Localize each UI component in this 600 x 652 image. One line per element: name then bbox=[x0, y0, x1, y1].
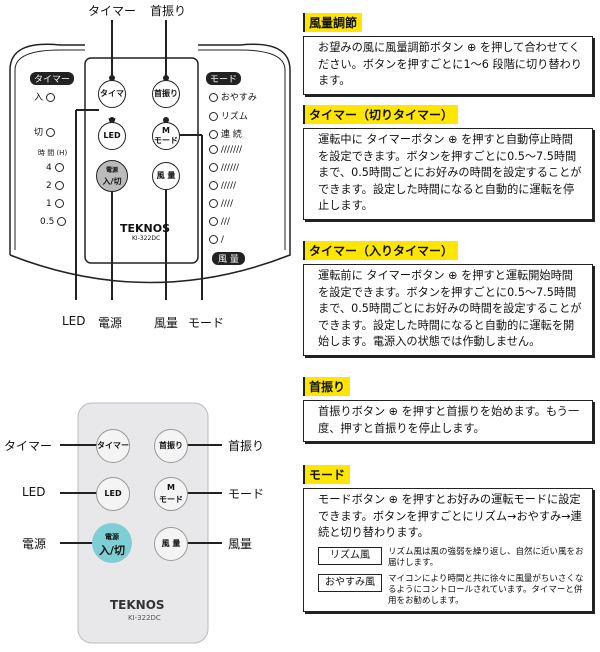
mode-rhythm: リズム bbox=[209, 109, 248, 122]
remote-label-swing: 首振り bbox=[228, 439, 265, 453]
hour-1: 1 bbox=[46, 199, 64, 209]
remote-label-fan: 風量 bbox=[228, 537, 253, 551]
hours-label: 時 間 (H) bbox=[38, 149, 68, 157]
label-led: LED bbox=[62, 314, 86, 328]
section-timer-off-text: 運転中に タイマーボタン ⊕ を押すと自動停止時間を設定できます。ボタンを押すご… bbox=[303, 128, 593, 220]
label-power: 電源 bbox=[98, 316, 123, 330]
label-fan: 風量 bbox=[154, 316, 179, 330]
section-mode-text: モードボタン ⊕ を押すとお好みの運転モードに設定できます。ボタンを押すごとにリ… bbox=[318, 493, 582, 539]
timer-off-label: 切 bbox=[34, 125, 55, 138]
remote-led-button: LED bbox=[96, 477, 130, 511]
fan-level-2: /// bbox=[209, 217, 230, 227]
remote-swing-button: 首振り bbox=[154, 429, 188, 463]
mode-sleep: おやすみ bbox=[209, 90, 257, 103]
timer-on-label: 入 bbox=[34, 90, 55, 103]
section-mode-title: モード bbox=[303, 465, 351, 484]
mode-header: モード bbox=[206, 72, 242, 85]
remote-label-led: LED bbox=[22, 485, 46, 499]
panel-fan-button: 風 量 bbox=[152, 162, 180, 190]
fan-level-6: /////// bbox=[209, 145, 242, 155]
hour-0-5: 0.5 bbox=[40, 217, 67, 227]
section-timer-on-text: 運転前に タイマーボタン ⊕ を押すと運転開始時間を設定できます。ボタンを押すご… bbox=[303, 264, 593, 356]
rhythm-text: リズム風は風の強弱を繰り返し、自然に近い風をお届けします。 bbox=[388, 546, 584, 568]
panel-brand: TEKNOS bbox=[120, 222, 171, 235]
fan-level-3: //// bbox=[209, 199, 233, 209]
hour-4: 4 bbox=[46, 163, 64, 173]
remote-brand: TEKNOS bbox=[110, 598, 165, 612]
rhythm-label: リズム風 bbox=[318, 546, 382, 565]
panel-swing-button: 首振り bbox=[152, 80, 180, 108]
fan-header: 風 量 bbox=[212, 252, 245, 265]
remote-model: KI-322DC bbox=[128, 614, 161, 622]
section-swing-text: 首振りボタン ⊕ を押すと首振りを始めます。もう一度、押すと首振りを停止します。 bbox=[303, 400, 593, 442]
panel-led-button: LED bbox=[98, 122, 126, 150]
label-swing-top: 首振り bbox=[150, 4, 187, 18]
label-timer-top: タイマー bbox=[88, 4, 137, 18]
section-timer-on: タイマー（入りタイマー） 運転前に タイマーボタン ⊕ を押すと運転開始時間を設… bbox=[303, 240, 593, 356]
remote-power-button: 電源入/切 bbox=[92, 523, 132, 563]
remote-outline bbox=[60, 402, 222, 644]
label-mode: モード bbox=[188, 316, 225, 330]
section-fan-title: 風量調節 bbox=[303, 13, 363, 32]
panel-outline bbox=[9, 20, 291, 300]
remote-label-mode: モード bbox=[228, 487, 265, 501]
remote-fan-button: 風 量 bbox=[154, 527, 188, 561]
remote-label-power: 電源 bbox=[22, 537, 47, 551]
fan-level-4: ///// bbox=[209, 181, 236, 191]
section-timer-off: タイマー（切りタイマー） 運転中に タイマーボタン ⊕ を押すと自動停止時間を設… bbox=[303, 104, 593, 220]
sleep-text: マイコンにより時間と共に徐々に風量がちいさくなるようにコントロールされています。… bbox=[388, 573, 584, 606]
section-timer-off-title: タイマー（切りタイマー） bbox=[303, 105, 459, 124]
section-fan: 風量調節 お望みの風に風量調節ボタン ⊕ を押して合わせてください。ボタンを押す… bbox=[303, 12, 593, 95]
panel-power-button: 電源入/切 bbox=[96, 160, 128, 192]
section-timer-on-title: タイマー（入りタイマー） bbox=[303, 241, 459, 260]
sleep-label: おやすみ風 bbox=[318, 573, 382, 592]
panel-timer-button: タイマー bbox=[98, 80, 126, 124]
remote-label-timer: タイマー bbox=[4, 439, 53, 453]
section-mode: モード モードボタン ⊕ を押すとお好みの運転モードに設定できます。ボタンを押す… bbox=[303, 464, 593, 612]
remote-timer-button: タイマー bbox=[96, 429, 130, 463]
control-panel-diagram: タイマー 首振り タイマー 入 切 時 間 (H) 4 2 1 0.5 モード … bbox=[0, 0, 300, 340]
panel-model: KI-322DC bbox=[132, 235, 161, 242]
fan-level-1: / bbox=[209, 235, 224, 245]
section-mode-box: モードボタン ⊕ を押すとお好みの運転モードに設定できます。ボタンを押すごとにリ… bbox=[303, 488, 593, 612]
mode-continuous: 連 続 bbox=[209, 127, 242, 140]
section-swing-title: 首振り bbox=[303, 377, 351, 396]
section-swing: 首振り 首振りボタン ⊕ を押すと首振りを始めます。もう一度、押すと首振りを停止… bbox=[303, 376, 593, 442]
timer-header: タイマー bbox=[30, 72, 75, 85]
rhythm-row: リズム風 リズム風は風の強弱を繰り返し、自然に近い風をお届けします。 bbox=[318, 546, 584, 569]
hour-2: 2 bbox=[46, 181, 64, 191]
sleep-row: おやすみ風 マイコンにより時間と共に徐々に風量がちいさくなるようにコントロールさ… bbox=[318, 573, 584, 607]
fan-level-5: ////// bbox=[209, 163, 239, 173]
section-fan-text: お望みの風に風量調節ボタン ⊕ を押して合わせてください。ボタンを押すごとに1～… bbox=[303, 36, 593, 95]
